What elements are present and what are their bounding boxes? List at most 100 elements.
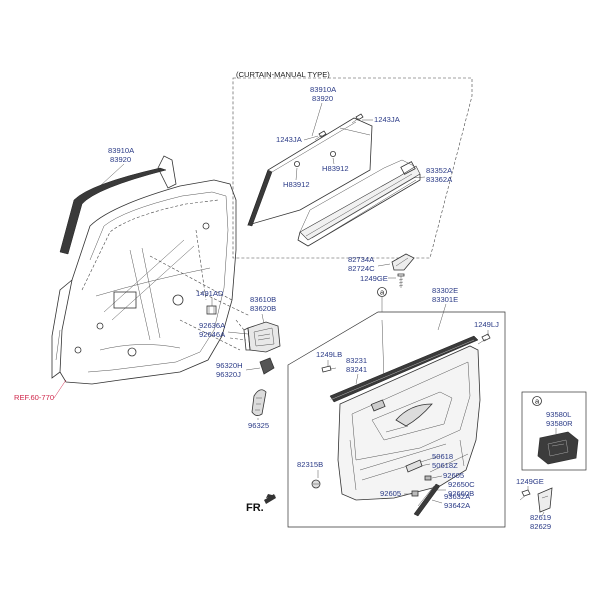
- screw-icon-1243JA-left: [314, 130, 327, 141]
- label-83910A-frame: 83910A: [108, 146, 135, 155]
- label-92636A: 92636A: [199, 321, 226, 330]
- door-panel-outline: [59, 179, 237, 385]
- switch-box-border: [521, 391, 587, 471]
- label-82724C: 82724C: [348, 264, 375, 273]
- label-1243JA-left: 1243JA: [276, 135, 303, 144]
- label-82315B: 82315B: [297, 460, 323, 469]
- label-83610B: 83610B: [250, 295, 276, 304]
- label-1249LJ: 1249LJ: [474, 320, 499, 329]
- leader-96320H: [245, 367, 261, 371]
- bulb-icon-92605-a: [424, 475, 432, 481]
- label-1249GE-top: 1249GE: [360, 274, 388, 283]
- label-83920-curtain: 83920: [312, 94, 333, 103]
- label-82619: 82619: [530, 513, 551, 522]
- leader-92636A: [227, 331, 249, 335]
- leader-82619: [541, 511, 545, 517]
- leader-93632A: [431, 499, 443, 504]
- label-92605-b: 92605: [380, 489, 401, 498]
- label-93642A: 93642A: [444, 501, 471, 510]
- trim-box-border: [287, 311, 506, 528]
- leader-83610B: [261, 313, 265, 325]
- mood-lamp-icon: [413, 483, 441, 517]
- clip-icon-H83912-left: [293, 160, 300, 167]
- leader-1243JA-left: [303, 135, 319, 141]
- label-83241: 83241: [346, 365, 367, 374]
- circle-a-text-top: a: [380, 288, 385, 297]
- handle-parts-group: 1491AD 83610B 83620B 92636A 92646A 96320…: [196, 289, 281, 430]
- leader-83910A-frame: [99, 163, 125, 187]
- quarter-seal-piece: [157, 155, 177, 189]
- label-H83912-right: H83912: [322, 164, 349, 173]
- label-93580R: 93580R: [546, 419, 573, 428]
- door-module-block: [113, 291, 137, 309]
- label-92650C: 92650C: [448, 480, 475, 489]
- door-edge-hinge: [51, 279, 73, 379]
- screw-icon-1249LB: [321, 365, 337, 373]
- label-82734A: 82734A: [348, 255, 375, 264]
- label-82629: 82629: [530, 522, 551, 531]
- label-93580L: 93580L: [546, 410, 571, 419]
- label-1249LB: 1249LB: [316, 350, 342, 359]
- label-1249GE-bottom: 1249GE: [516, 477, 544, 486]
- circle-a-callout-top: [377, 287, 387, 297]
- screw-icon-1249GE-top: [397, 273, 405, 288]
- label-H83912-left: H83912: [283, 180, 310, 189]
- label-83352A: 83352A: [426, 166, 453, 175]
- curtain-box-title: (CURTAIN-MANUAL TYPE): [236, 70, 330, 79]
- leader-H83912-right: [332, 157, 335, 165]
- curtain-box-border: [232, 77, 473, 259]
- label-92605-a: 92605: [443, 471, 464, 480]
- bulb-icon-92605-b: [411, 490, 419, 497]
- power-window-switch-icon: [537, 431, 579, 465]
- front-arrow-icon: [264, 494, 276, 504]
- screw-icon-1249LJ: [477, 333, 491, 345]
- label-83620B: 83620B: [250, 304, 276, 313]
- label-83920-frame: 83920: [110, 155, 131, 164]
- leader-H83912-left: [295, 167, 298, 181]
- clip-icon-H83912-right: [329, 150, 336, 157]
- circle-a-text-box: a: [535, 397, 540, 406]
- door-trim-panel: [337, 345, 481, 501]
- front-indicator: FR.: [246, 494, 276, 514]
- speaker-grille-icon: [251, 389, 267, 416]
- reflector-cover-icon: [537, 487, 553, 513]
- label-96320H: 96320H: [216, 361, 243, 370]
- label-1243JA-right: 1243JA: [374, 115, 401, 124]
- label-50618Z: 50618Z: [432, 461, 458, 470]
- leader-83352A: [411, 176, 426, 179]
- pad-icon-50618: [405, 459, 423, 473]
- clip-icon-1491AD: [206, 305, 217, 315]
- label-96325: 96325: [248, 421, 269, 430]
- assembly-dashed-leaders: [229, 319, 247, 341]
- leader-ref-60-770: [53, 379, 67, 399]
- label-83231: 83231: [346, 356, 367, 365]
- label-92646A: 92646A: [199, 330, 226, 339]
- label-ref-60-770[interactable]: REF.60-770: [14, 393, 54, 402]
- label-83301E: 83301E: [432, 295, 458, 304]
- circle-a-callout-box: [532, 396, 542, 406]
- inside-handle-icon: [243, 321, 281, 353]
- label-50618: 50618: [432, 452, 453, 461]
- clip-icon-82315B: [311, 479, 321, 489]
- leader-92605-a: [431, 475, 443, 479]
- label-92660B: 92660B: [448, 489, 474, 498]
- curtain-box: (CURTAIN-MANUAL TYPE) 83910A 83920 1243J…: [232, 70, 473, 259]
- label-93632A: 93632A: [444, 492, 471, 501]
- label-83302E: 83302E: [432, 286, 458, 295]
- trim-box: 82734A 82724C 1249GE a 83302E 83301E 124…: [287, 253, 553, 531]
- leader-83231: [355, 373, 359, 385]
- sunshade-curtain-assembly: [297, 159, 421, 247]
- switch-box: a 93580L 93580R: [521, 391, 587, 471]
- screw-icon-1243JA-right: [351, 113, 364, 124]
- window-regulator: [103, 239, 195, 341]
- leader-82734A: [377, 263, 391, 267]
- front-label: FR.: [246, 502, 264, 514]
- tweeter-speaker-icon: [259, 357, 275, 375]
- label-83910A-curtain: 83910A: [310, 85, 337, 94]
- door-frame-group: 83910A 83920 REF.60-770: [14, 146, 251, 402]
- screw-icon-1249GE-bottom: [519, 489, 531, 501]
- leader-83910A-curtain: [311, 102, 323, 137]
- label-1491AD: 1491AD: [196, 289, 224, 298]
- trim-cap-icon: [391, 253, 415, 271]
